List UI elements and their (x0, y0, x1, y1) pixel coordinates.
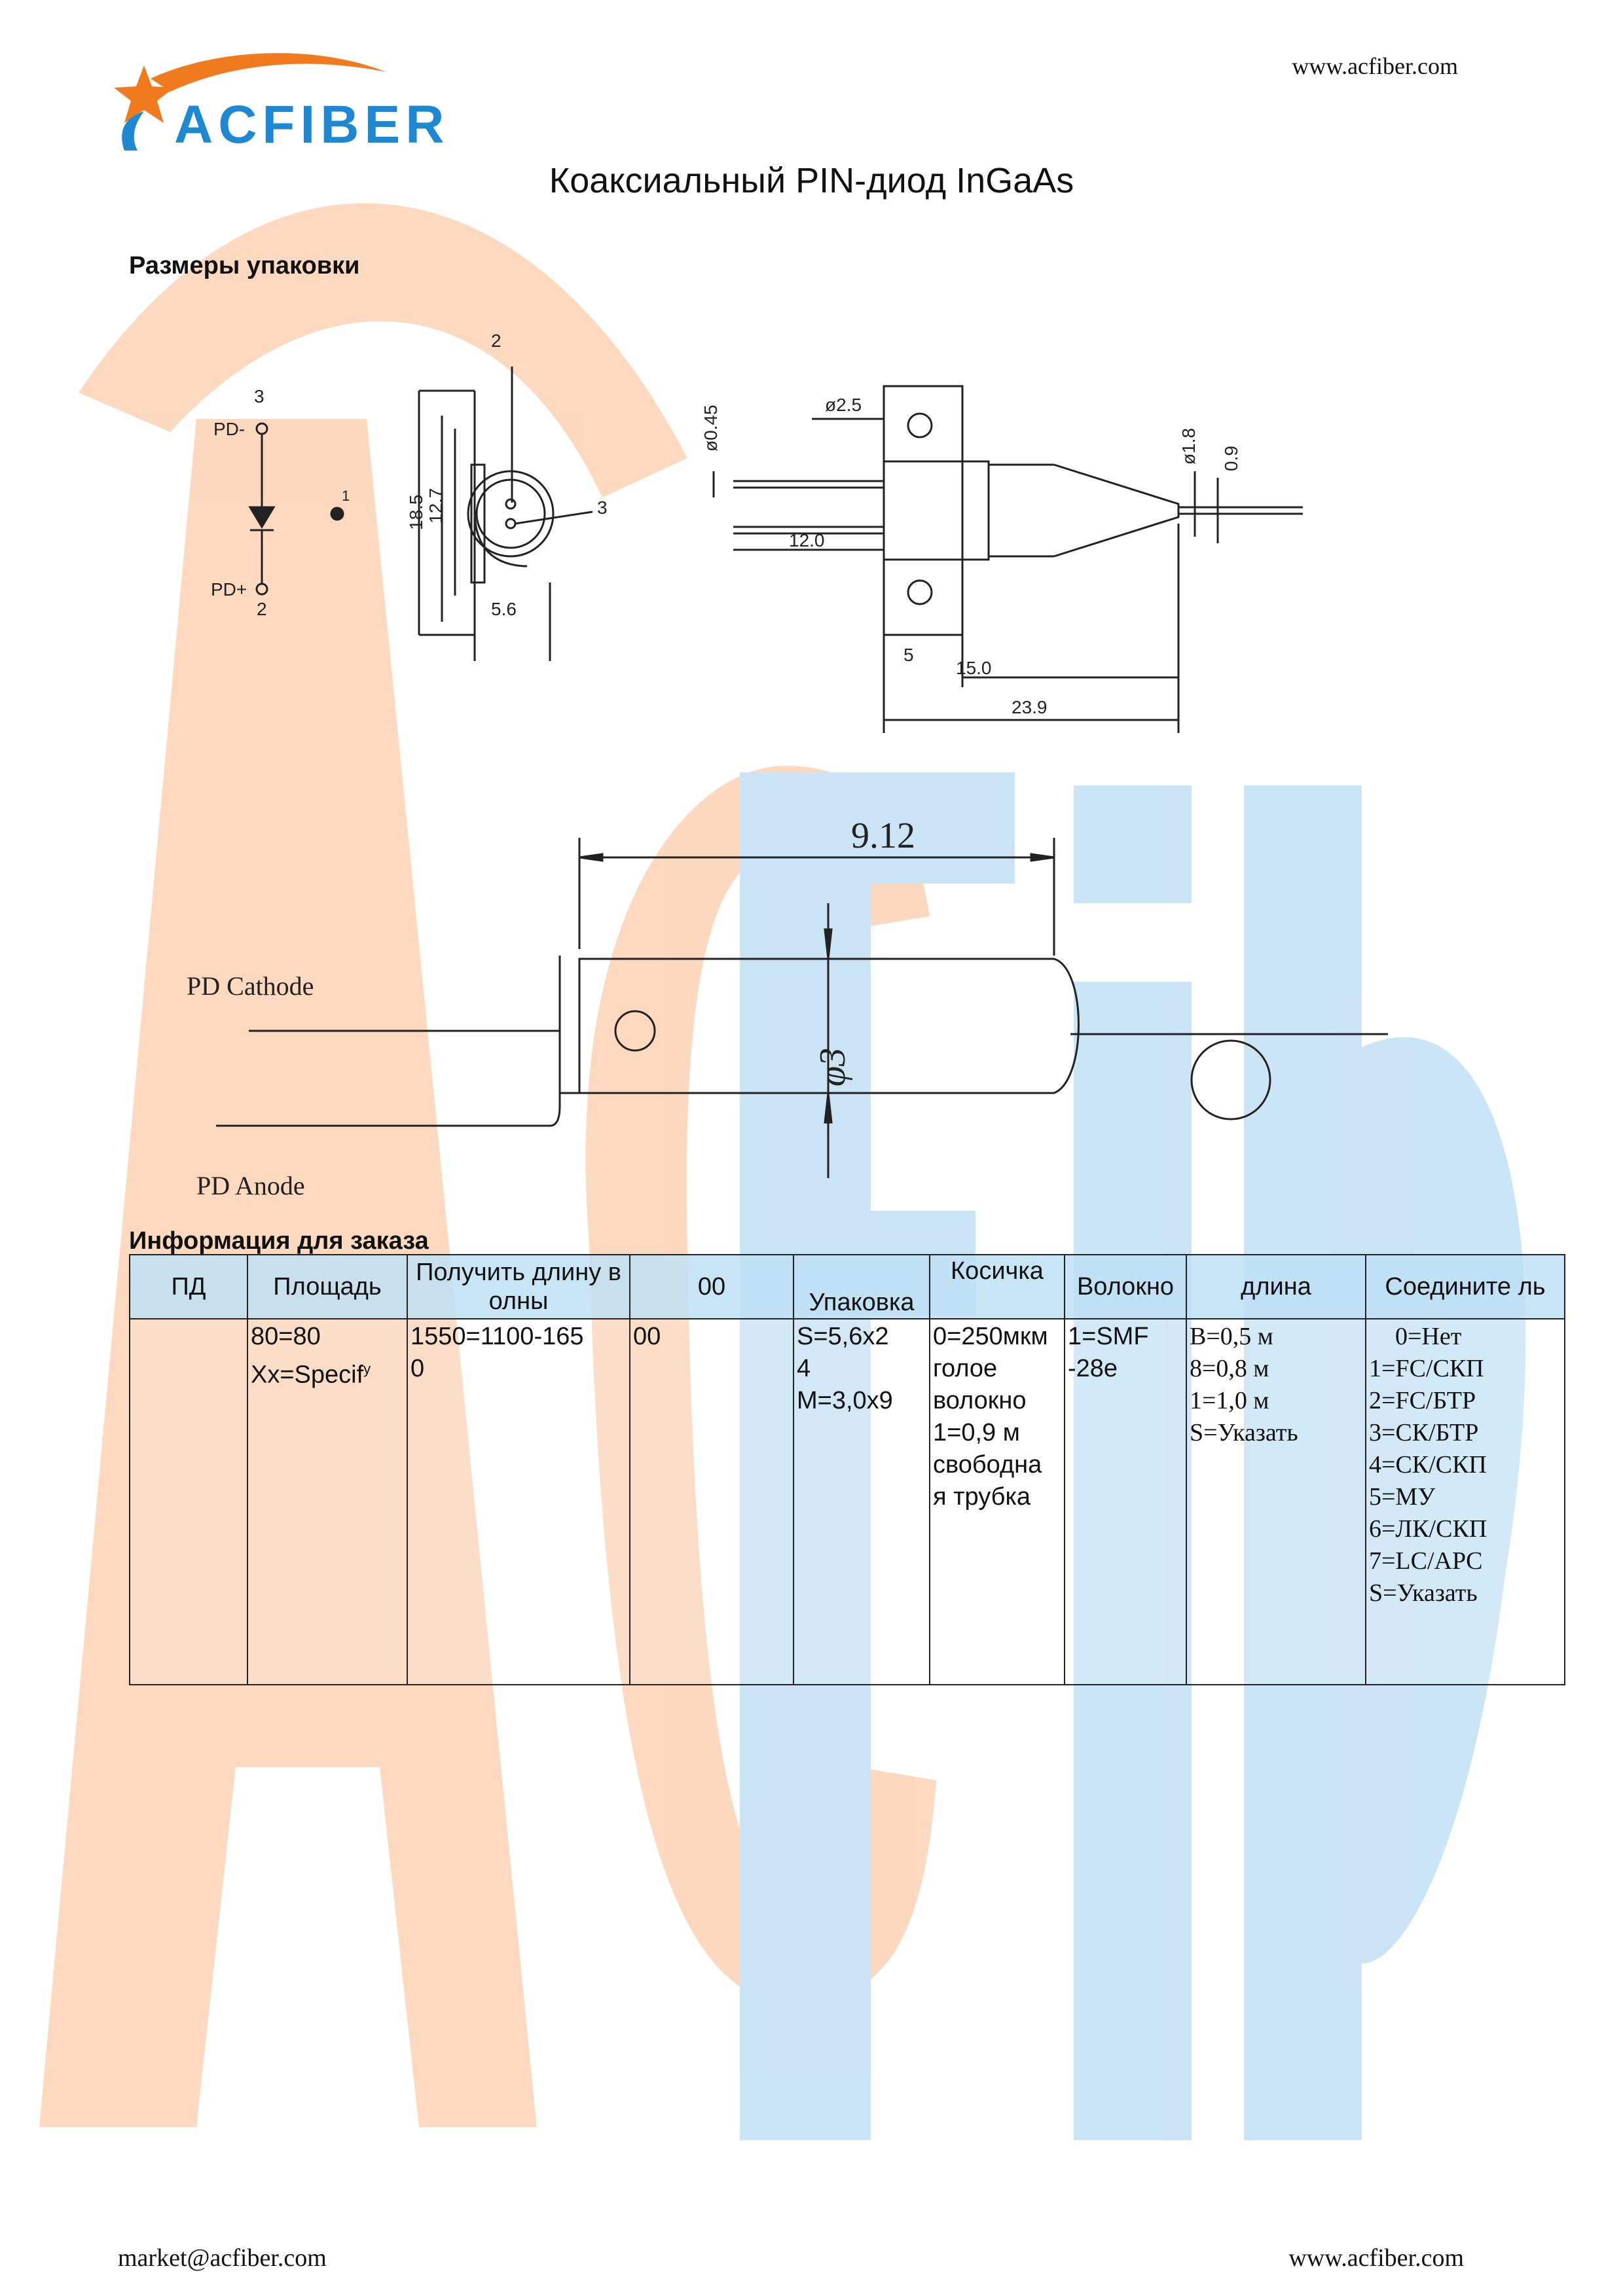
dim-12-7: 12.7 (426, 488, 446, 524)
cell-00: 00 (629, 1318, 794, 1685)
header-fiber: Волокно (1064, 1254, 1187, 1319)
cell-line: 1=FC/СКП (1369, 1355, 1484, 1382)
page-title: Коаксиальный PIN-диод InGaAs (549, 161, 1074, 200)
header-url[interactable]: www.acfiber.com (1292, 53, 1458, 79)
cell-line: 3=СК/БТР (1369, 1419, 1479, 1446)
phi-3-label: φ3 (812, 1048, 853, 1086)
logo-star-icon (114, 65, 174, 123)
pd-sideview-drawing: 9.12 φ3 PD Cathode PD Anode (187, 816, 1388, 1200)
cell-text: Xx=Specif (251, 1361, 364, 1389)
cell-line: Xx=Specify (251, 1353, 404, 1391)
cell-line: я трубка (933, 1483, 1031, 1511)
cell-line: S=Указать (1190, 1419, 1298, 1446)
pd-anode-label: PD Anode (196, 1171, 305, 1200)
cell-line: 5=МУ (1369, 1483, 1436, 1511)
table-header-row: ПД Площадь Получить длину волны 00 Упако… (129, 1254, 1565, 1319)
header-connector: Соедините ль (1365, 1254, 1565, 1319)
cell-line: M=3,0x9 (797, 1387, 893, 1414)
cell-line: 4=СК/СКП (1369, 1451, 1487, 1479)
dim-15-0: 15.0 (956, 658, 992, 678)
header-pd: ПД (129, 1254, 248, 1319)
cell-fiber: 1=SMF -28e (1064, 1318, 1187, 1685)
cell-length: B=0,5 м 8=0,8 м 1=1,0 м S=Указать (1186, 1318, 1366, 1685)
cell-line: волокно (933, 1387, 1027, 1414)
dim-9-12: 9.12 (851, 816, 915, 856)
cell-line: S=5,6x2 (797, 1323, 889, 1350)
cell-package: S=5,6x2 4 M=3,0x9 (793, 1318, 930, 1685)
pin2-bottom-label: 2 (257, 599, 267, 619)
header-package: Упаковка (793, 1254, 930, 1319)
order-table: ПД Площадь Получить длину волны 00 Упако… (129, 1254, 1565, 1685)
table-row: 80=80 Xx=Specify 1550=1100-165 0 00 S=5,… (129, 1318, 1565, 1685)
pd-minus-label: PD- (213, 419, 245, 439)
cell-line: 1=1,0 м (1190, 1387, 1269, 1414)
phi-2-5: ø2.5 (825, 395, 862, 415)
cell-line: 1=0,9 м (933, 1419, 1020, 1446)
cell-line: 0=250мкм (933, 1323, 1048, 1350)
cell-line: 7=LC/APC (1369, 1547, 1483, 1575)
cell-line: 80=80 (251, 1323, 321, 1350)
cell-line: 0 (410, 1355, 425, 1382)
section-package-title: Размеры упаковки (129, 252, 360, 279)
phi-0-45: ø0.45 (701, 404, 721, 452)
cell-line: B=0,5 м (1190, 1323, 1273, 1350)
cell-pigtail: 0=250мкм голое волокно 1=0,9 м свободна … (929, 1318, 1065, 1685)
dim-18-5: 18.5 (406, 495, 426, 531)
cell-line: 8=0,8 м (1190, 1355, 1269, 1382)
cell-line: 00 (633, 1323, 661, 1350)
watermark-c-shape (585, 766, 936, 2003)
header-00: 00 (629, 1254, 794, 1319)
cell-line: голое (933, 1355, 998, 1382)
package-dimension-drawing: 3 PD- PD+ 2 1 2 18.5 12.7 5.6 3 ø0.45 ø2… (211, 331, 1303, 733)
cell-wavelength: 1550=1100-165 0 (407, 1318, 630, 1685)
pin3-label: 3 (254, 386, 264, 406)
cell-superscript: y (363, 1361, 371, 1377)
cell-line: 2=FC/БТР (1369, 1387, 1476, 1414)
top-pin2-label: 2 (491, 331, 501, 351)
header-area: Площадь (247, 1254, 408, 1319)
header-wavelength: Получить длину волны (407, 1254, 630, 1319)
logo-text: ACFIBER (174, 95, 449, 154)
dim-0-9: 0.9 (1221, 446, 1241, 471)
footer-url[interactable]: www.acfiber.com (1288, 2244, 1464, 2272)
dim-23-9: 23.9 (1012, 697, 1048, 717)
cell-line: S=Указать (1369, 1579, 1478, 1607)
pd-plus-label: PD+ (211, 579, 247, 600)
footer-email[interactable]: market@acfiber.com (118, 2244, 327, 2272)
cell-line: свободна (933, 1451, 1042, 1479)
section-order-title: Информация для заказа (129, 1227, 429, 1255)
pin-3-label: 3 (597, 497, 608, 518)
cell-line: 0=Нет (1395, 1323, 1462, 1350)
cell-line: -28e (1068, 1355, 1118, 1382)
logo-swoosh-icon (151, 53, 386, 92)
cell-line: 1=SMF (1068, 1323, 1149, 1350)
phi-1-8: ø1.8 (1178, 428, 1199, 465)
pin1-label: 1 (342, 488, 350, 504)
acfiber-logo: ACFIBER (114, 53, 449, 154)
dim-12-0: 12.0 (789, 530, 825, 550)
cell-pd (129, 1318, 248, 1685)
cell-area: 80=80 Xx=Specify (247, 1318, 408, 1685)
cell-line: 4 (797, 1355, 811, 1382)
cell-line: 6=ЛК/СКП (1369, 1515, 1487, 1543)
header-length: длина (1186, 1254, 1366, 1319)
pd-cathode-label: PD Cathode (187, 971, 314, 1001)
dim-5-6: 5.6 (491, 599, 517, 619)
cell-line: 1550=1100-165 (410, 1323, 584, 1350)
cell-connector: 0=Нет 1=FC/СКП 2=FC/БТР 3=СК/БТР 4=СК/СК… (1365, 1318, 1565, 1685)
header-pigtail: Косичка (929, 1254, 1065, 1319)
dim-5: 5 (903, 645, 914, 665)
